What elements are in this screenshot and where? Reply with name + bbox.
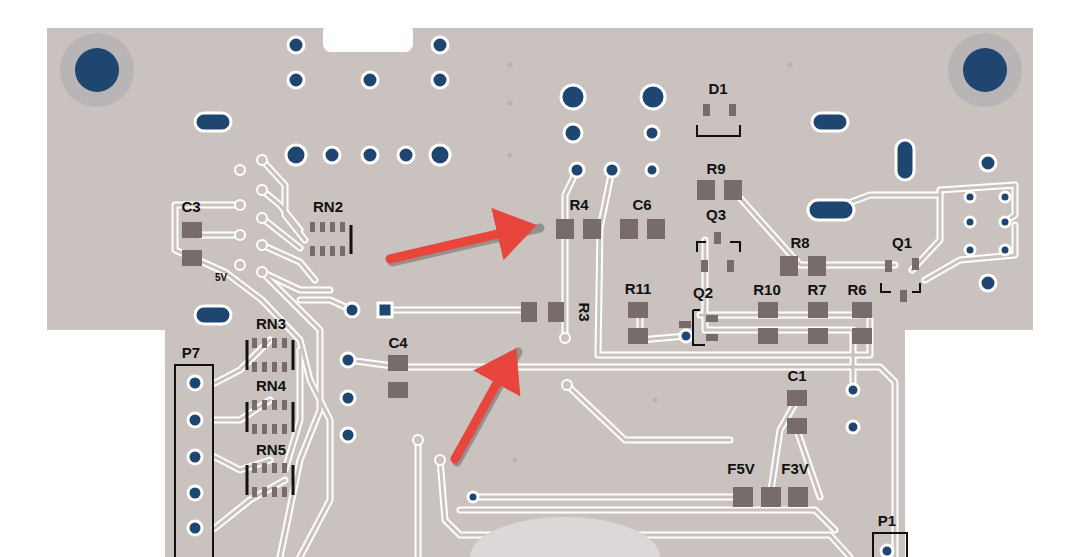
component-designator: C1 [787, 368, 806, 383]
component-designator: R10 [753, 282, 781, 297]
component-designator: 5V [215, 273, 227, 283]
component-designator: RN2 [313, 199, 343, 214]
component-designator: D1 [708, 81, 727, 96]
component-designator: RN4 [256, 378, 286, 393]
component-designator: C3 [181, 199, 200, 214]
component-designator: P1 [878, 513, 896, 528]
component-designator: F5V [727, 461, 755, 476]
component-designator: Q1 [892, 235, 912, 250]
component-designator: R6 [847, 282, 866, 297]
component-designator: RN5 [256, 442, 286, 457]
component-designator: F3V [781, 461, 809, 476]
component-designator: C4 [388, 335, 407, 350]
component-designator: RN3 [256, 316, 286, 331]
component-designator: C6 [632, 197, 651, 212]
component-designator: Q2 [693, 285, 713, 300]
component-designator: R3 [577, 302, 592, 321]
component-designator: R7 [807, 282, 826, 297]
component-designator: R9 [706, 161, 725, 176]
component-designator: Q3 [706, 207, 726, 222]
component-designator: P7 [182, 345, 200, 360]
component-designator: R4 [569, 197, 588, 212]
component-designator: R11 [625, 281, 652, 296]
component-designator: R8 [790, 235, 809, 250]
